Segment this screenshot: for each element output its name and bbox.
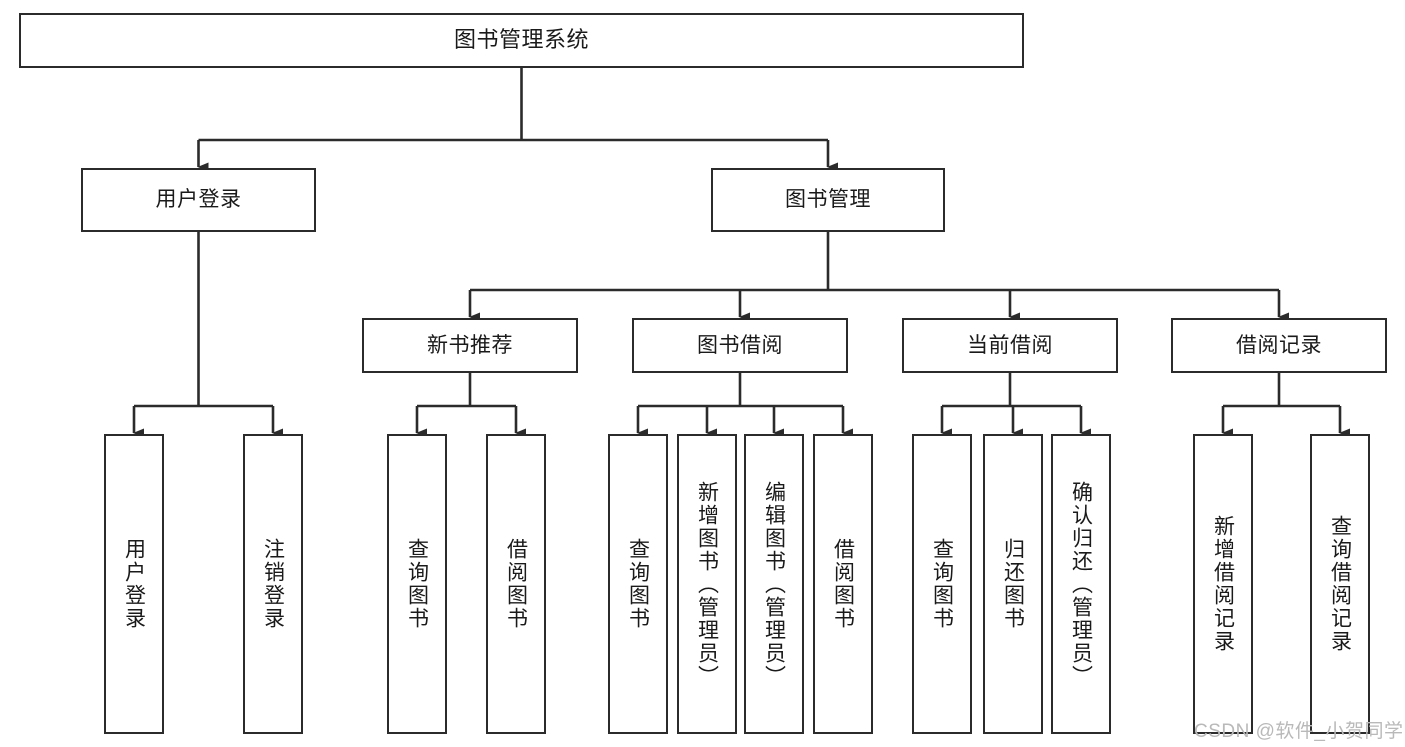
node-leaf-bor-query: 查询图书: [608, 434, 668, 734]
node-leaf-cur-confirm: 确认归还（管理员）: [1051, 434, 1111, 734]
node-leaf-cur-query: 查询图书: [912, 434, 972, 734]
node-leaf-rec-query: 查询图书: [387, 434, 447, 734]
node-login: 用户登录: [81, 168, 316, 232]
node-label: 借阅图书: [504, 538, 528, 630]
node-root: 图书管理系统: [19, 13, 1024, 68]
node-leaf-bor-add: 新增图书（管理员）: [677, 434, 737, 734]
node-leaf-rec-borrow: 借阅图书: [486, 434, 546, 734]
watermark-label: CSDN @软件_小贺同学: [1194, 721, 1404, 742]
node-label: 借阅图书: [831, 538, 855, 630]
node-label: 注销登录: [261, 538, 285, 630]
node-label: 归还图书: [1001, 538, 1025, 630]
node-label: 借阅记录: [1236, 333, 1322, 357]
node-label: 当前借阅: [967, 333, 1053, 357]
node-borrow: 图书借阅: [632, 318, 848, 373]
node-leaf-rq-query: 查询借阅记录: [1310, 434, 1370, 734]
node-newrec: 新书推荐: [362, 318, 578, 373]
node-label: 查询图书: [405, 538, 429, 630]
node-label: 编辑图书（管理员）: [762, 480, 786, 688]
node-records: 借阅记录: [1171, 318, 1387, 373]
node-leaf-user-logout: 注销登录: [243, 434, 303, 734]
node-label: 图书管理系统: [453, 27, 589, 53]
node-label: 确认归还（管理员）: [1069, 480, 1093, 688]
node-label: 用户登录: [155, 188, 242, 212]
node-bookmgmt: 图书管理: [711, 168, 945, 232]
node-label: 新增图书（管理员）: [695, 480, 719, 688]
node-label: 查询图书: [626, 538, 650, 630]
node-label: 用户登录: [122, 538, 146, 630]
node-label: 查询借阅记录: [1328, 515, 1352, 653]
node-leaf-bor-edit: 编辑图书（管理员）: [744, 434, 804, 734]
node-current: 当前借阅: [902, 318, 1118, 373]
node-label: 查询图书: [930, 538, 954, 630]
node-leaf-cur-return: 归还图书: [983, 434, 1043, 734]
node-label: 新增借阅记录: [1211, 515, 1235, 653]
node-leaf-rq-add: 新增借阅记录: [1193, 434, 1253, 734]
node-label: 图书借阅: [697, 333, 783, 357]
node-leaf-user-login: 用户登录: [104, 434, 164, 734]
node-label: 新书推荐: [427, 333, 513, 357]
node-label: 图书管理: [785, 188, 871, 212]
node-leaf-bor-lend: 借阅图书: [813, 434, 873, 734]
